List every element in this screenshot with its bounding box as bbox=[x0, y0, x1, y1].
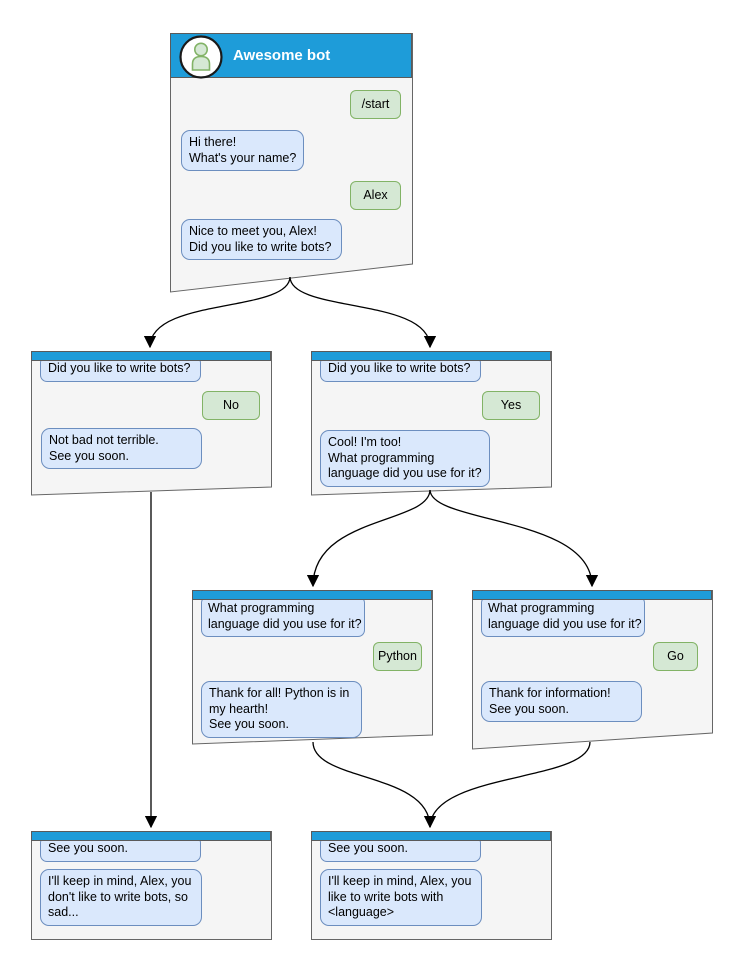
user-message-name: Alex bbox=[350, 181, 401, 210]
end-yes-window-header bbox=[311, 831, 551, 841]
bot-reply-bubble: Thank for all! Python is in my hearth! S… bbox=[201, 681, 362, 738]
person-icon bbox=[191, 42, 211, 71]
bot-question-bubble: What programming language did you use fo… bbox=[481, 596, 645, 637]
user-message-start: /start bbox=[350, 90, 401, 119]
bot-reply-bubble: Thank for information! See you soon. bbox=[481, 681, 642, 722]
bot-avatar bbox=[179, 35, 223, 79]
python-branch-window-header bbox=[192, 590, 432, 600]
no-branch-window-header bbox=[31, 351, 271, 361]
user-answer-no: No bbox=[202, 391, 260, 420]
arrow-yes-branch-to-python bbox=[306, 489, 431, 588]
bot-title: Awesome bot bbox=[233, 47, 331, 64]
user-answer-python: Python bbox=[373, 642, 422, 671]
arrow-go-to-end-yes bbox=[429, 741, 591, 828]
arrow-main-to-yes-branch bbox=[289, 276, 437, 349]
user-answer-go: Go bbox=[653, 642, 698, 671]
bot-reply-bubble: Cool! I'm too! What programming language… bbox=[320, 430, 490, 487]
arrow-yes-branch-to-go bbox=[429, 489, 599, 588]
yes-branch-window-header bbox=[311, 351, 551, 361]
user-answer-yes: Yes bbox=[482, 391, 540, 420]
bot-message-nice: Nice to meet you, Alex! Did you like to … bbox=[181, 219, 342, 260]
bot-reply-bubble: Not bad not terrible. See you soon. bbox=[41, 428, 202, 469]
bot-message-greeting: Hi there! What's your name? bbox=[181, 130, 305, 171]
main-window-header: Awesome bot bbox=[170, 33, 412, 79]
bot-reply-bubble: I'll keep in mind, Alex, you don't like … bbox=[40, 869, 202, 926]
arrow-main-to-no-branch bbox=[143, 276, 291, 349]
bot-reply-bubble: I'll keep in mind, Alex, you like to wri… bbox=[320, 869, 482, 926]
arrow-python-to-end-yes bbox=[312, 741, 437, 829]
go-branch-window-header bbox=[472, 590, 712, 600]
end-no-window-header bbox=[31, 831, 271, 841]
bot-question-bubble: What programming language did you use fo… bbox=[201, 596, 365, 637]
